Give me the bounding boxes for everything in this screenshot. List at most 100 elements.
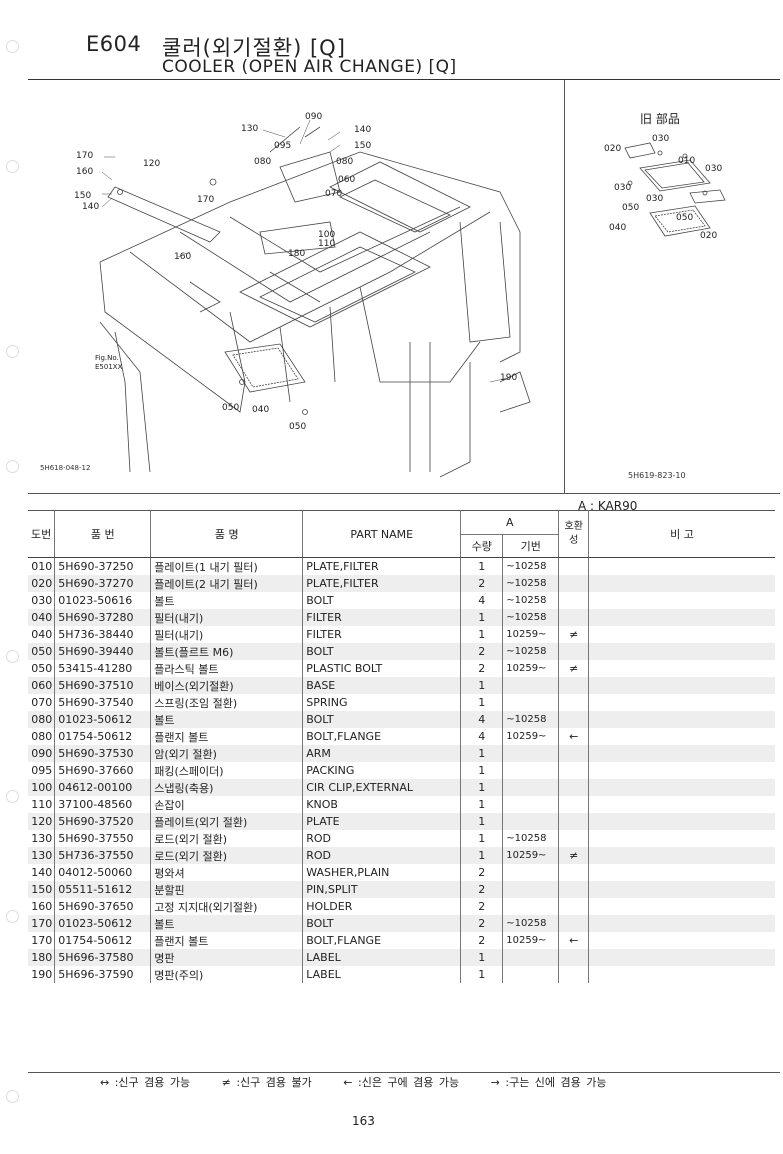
cell-serial — [502, 796, 559, 813]
cell-part-no: 5H736-37550 — [54, 847, 151, 864]
cell-qty: 1 — [460, 677, 503, 694]
callout-label: 080 — [336, 157, 354, 167]
cell-part-name: PLATE,FILTER — [302, 575, 461, 592]
cell-serial — [502, 694, 559, 711]
cell-code: 095 — [31, 764, 53, 777]
inset-callout-label: 030 — [705, 164, 723, 174]
cell-code: 110 — [31, 798, 53, 811]
cell-part-no: 53415-41280 — [54, 660, 151, 677]
callout-label: 150 — [74, 191, 92, 201]
cell-part-name: KNOB — [302, 796, 461, 813]
cell-interchange — [558, 762, 589, 779]
cell-qty: 1 — [460, 813, 503, 830]
cell-code: 010 — [31, 560, 53, 573]
cell-remarks — [588, 745, 775, 762]
cell-remarks — [588, 711, 775, 728]
cell-interchange: ← — [558, 932, 589, 949]
cell-part-no: 5H690-37650 — [54, 898, 151, 915]
cell-part-no: 5H690-39440 — [54, 643, 151, 660]
cell-interchange — [558, 609, 589, 626]
inset-callout-label: 040 — [609, 223, 627, 233]
cell-serial: 10259~ — [502, 626, 559, 643]
callout-label: 100 — [318, 230, 336, 240]
cell-remarks — [588, 881, 775, 898]
cell-interchange — [558, 557, 589, 575]
cell-interchange — [558, 711, 589, 728]
cell-remarks — [588, 609, 775, 626]
cell-name-ko: 패킹(스페이더) — [150, 762, 303, 779]
cell-interchange — [558, 796, 589, 813]
cell-code: 040 — [28, 609, 55, 626]
cell-part-name: FILTER — [302, 609, 461, 626]
cell-name-ko: 분할핀 — [150, 881, 303, 898]
cell-part-no: 5H690-37550 — [54, 830, 151, 847]
cell-name-ko: 볼트 — [150, 711, 303, 728]
cell-serial: ~10258 — [502, 915, 559, 932]
cell-qty: 1 — [460, 626, 503, 643]
cell-remarks — [588, 847, 775, 864]
cell-name-ko: 명판(주의) — [150, 966, 303, 983]
cell-remarks — [588, 898, 775, 915]
exploded-diagram — [99, 119, 531, 478]
callout-label: 190 — [500, 373, 518, 383]
diagram-divider — [564, 80, 565, 493]
cell-serial: ~10258 — [502, 711, 559, 728]
cell-part-name: HOLDER — [302, 898, 461, 915]
cell-part-name: BASE — [302, 677, 461, 694]
cell-code: 170 — [28, 915, 55, 932]
inset-callout-label: 010 — [678, 156, 696, 166]
callout-label: 140 — [82, 202, 100, 212]
cell-part-name: PLASTIC BOLT — [302, 660, 461, 677]
cell-remarks — [588, 677, 775, 694]
cell-name-ko: 볼트 — [150, 592, 303, 609]
cell-part-no: 37100-48560 — [54, 796, 151, 813]
cell-remarks — [588, 660, 775, 677]
cell-interchange — [558, 864, 589, 881]
cell-code: 070 — [31, 696, 53, 709]
cell-name-ko: 암(외기 절환) — [150, 745, 303, 762]
cell-part-no: 01754-50612 — [54, 932, 151, 949]
page-number: 163 — [352, 1114, 375, 1128]
cell-remarks — [588, 966, 775, 983]
cell-interchange: ≠ — [558, 626, 589, 643]
inset-callout-label: 050 — [622, 203, 640, 213]
cell-part-name: ROD — [302, 847, 461, 864]
column-header-part-name: PART NAME — [302, 510, 461, 558]
cell-name-ko: 플랜지 볼트 — [150, 728, 303, 745]
cell-part-no: 04012-50060 — [54, 864, 151, 881]
cell-interchange: ← — [558, 728, 589, 745]
cell-interchange — [558, 592, 589, 609]
cell-part-no: 5H696-37580 — [54, 949, 151, 966]
diagram-reference-left: 5H618-048-12 — [40, 464, 91, 472]
callout-label: 050 — [222, 403, 240, 413]
punch-hole — [6, 650, 19, 663]
column-header-part-no: 품 번 — [54, 510, 151, 558]
cell-code: 080 — [31, 730, 53, 743]
cell-serial: 10259~ — [502, 728, 559, 745]
cell-interchange — [558, 966, 589, 983]
cell-serial: ~10258 — [502, 557, 559, 575]
cell-serial: ~10258 — [502, 643, 559, 660]
cell-part-name: FILTER — [302, 626, 461, 643]
cell-part-name: PLATE,FILTER — [302, 557, 461, 575]
cell-qty: 1 — [460, 796, 503, 813]
punch-hole — [6, 345, 19, 358]
cell-code: 090 — [28, 745, 55, 762]
cell-qty: 2 — [460, 881, 503, 898]
callout-label: 095 — [274, 141, 292, 151]
column-header-group-a: A — [460, 510, 559, 535]
cell-remarks — [588, 949, 775, 966]
cell-interchange — [558, 779, 589, 796]
callout-label: 080 — [254, 157, 272, 167]
cell-qty: 1 — [460, 949, 503, 966]
cell-interchange — [558, 745, 589, 762]
column-header-name-ko: 품 명 — [150, 510, 303, 558]
